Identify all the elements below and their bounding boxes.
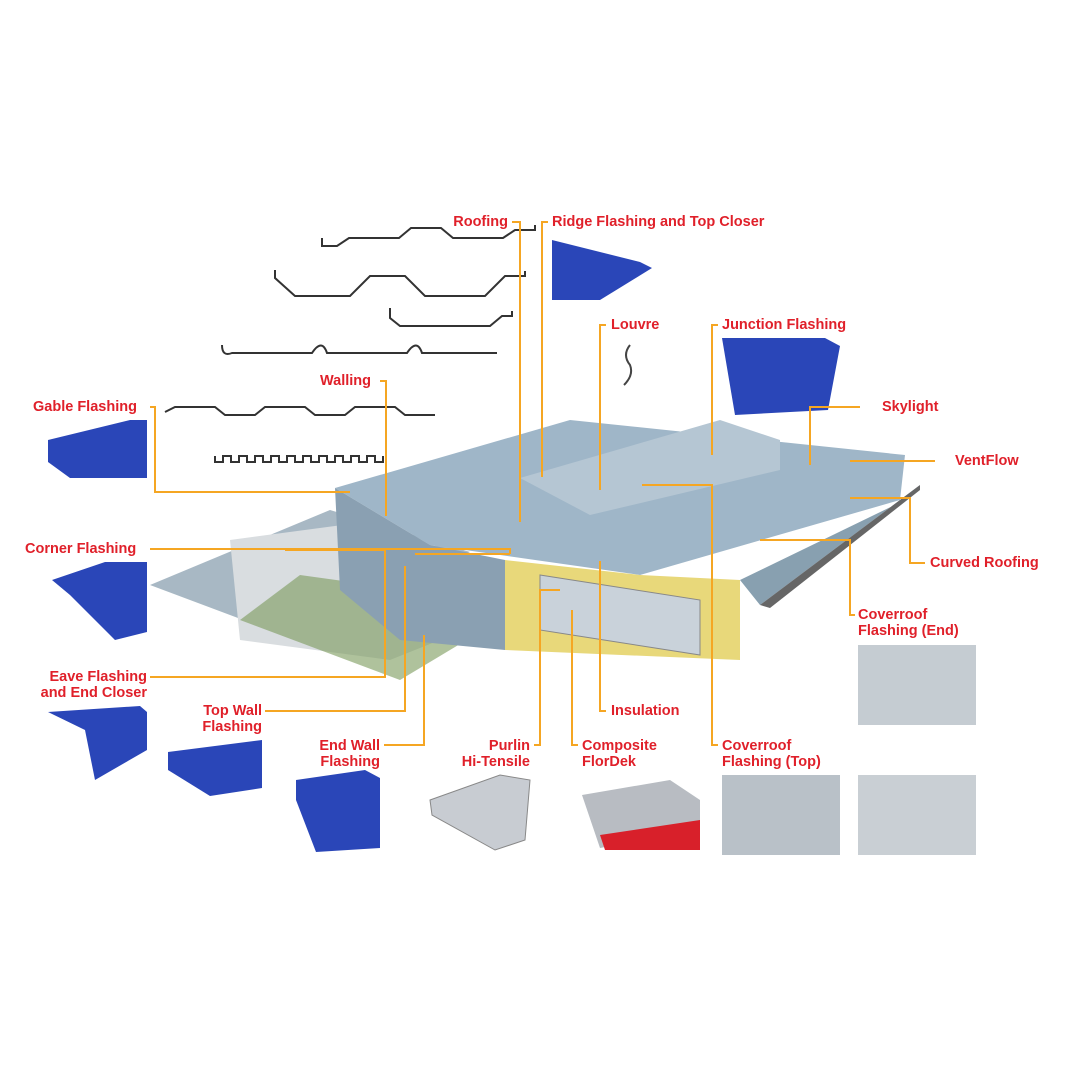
label-line: Flashing (Top): [722, 754, 821, 770]
coverroof-end-photo: [858, 645, 976, 725]
label-line: Top Wall: [203, 703, 262, 719]
label-louvre: Louvre: [611, 317, 660, 333]
label-line: FlorDek: [582, 754, 636, 770]
label-ridge-flashing: Ridge Flashing and Top Closer: [552, 214, 765, 230]
flashing-samples: [48, 240, 976, 855]
label-ventflow: VentFlow: [955, 453, 1019, 469]
purlin-sample: [429, 774, 531, 851]
label-corner-flashing: Corner Flashing: [25, 541, 137, 557]
eave-flashing-sample: [48, 706, 147, 780]
label-gable-flashing: Gable Flashing: [33, 399, 137, 415]
corner-flashing-sample: [52, 562, 147, 640]
label-line: Eave Flashing: [49, 669, 147, 685]
label-line: Flashing (End): [858, 623, 959, 639]
louvre-profile: [623, 344, 633, 386]
label-line: Hi-Tensile: [461, 754, 530, 770]
label-walling: Walling: [320, 373, 372, 389]
label-junction-flashing: Junction Flashing: [722, 317, 847, 333]
coverroof-top-photo-2: [858, 775, 976, 855]
building: [150, 420, 920, 680]
gable-flashing-sample: [48, 420, 147, 478]
label-line: End Wall: [319, 738, 380, 754]
label-skylight: Skylight: [882, 399, 939, 415]
label-insulation: Insulation: [611, 703, 680, 719]
roofing-profiles: [221, 225, 536, 355]
top-wall-flashing-sample: [168, 740, 262, 796]
label-line: Flashing: [202, 719, 262, 735]
label-line: Purlin: [488, 738, 530, 754]
label-line: Coverroof: [722, 738, 792, 754]
label-line: Composite: [582, 738, 657, 754]
label-line: Coverroof: [858, 607, 928, 623]
label-roofing: Roofing: [453, 214, 508, 230]
leader-lines: [150, 221, 935, 746]
ridge-flashing-sample: [552, 240, 652, 300]
walling-profiles: [164, 406, 435, 463]
label-curved-roofing: Curved Roofing: [930, 555, 1039, 571]
junction-flashing-sample: [722, 338, 840, 415]
label-line: and End Closer: [40, 685, 147, 701]
label-line: Flashing: [320, 754, 380, 770]
end-wall-flashing-sample: [296, 770, 380, 852]
coverroof-top-photo-1: [722, 775, 840, 855]
